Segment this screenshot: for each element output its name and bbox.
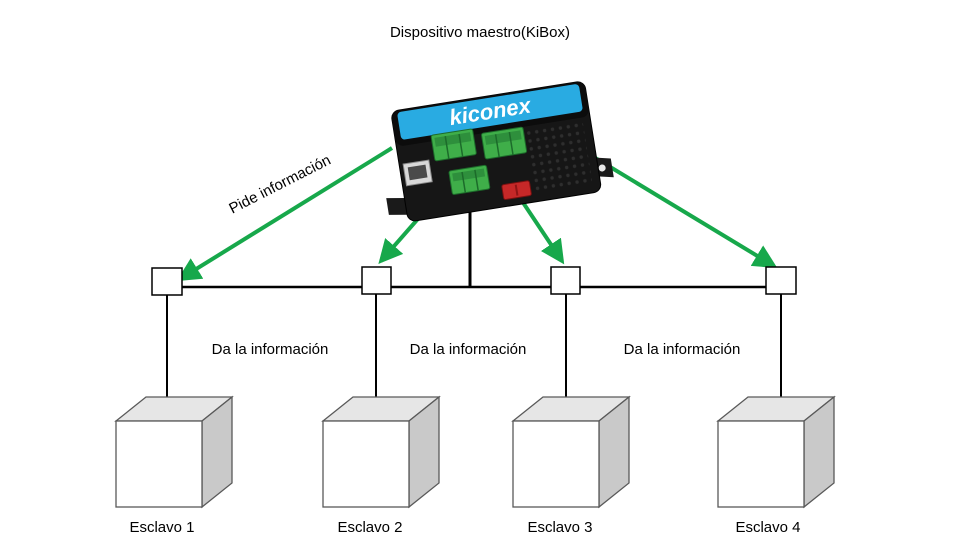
mount-ear-left <box>386 197 410 215</box>
slave-cube-4 <box>716 395 836 509</box>
terminal-connector-3 <box>448 164 491 195</box>
slave-cube-2 <box>321 395 441 509</box>
junction-node-1 <box>151 267 183 296</box>
response-label-3: Da la información <box>623 341 741 358</box>
request-arrow-3 <box>518 196 565 265</box>
vent-holes <box>525 119 593 192</box>
response-label-1: Da la información <box>211 341 329 358</box>
slave-label-4: Esclavo 4 <box>735 519 801 536</box>
request-arrow-4 <box>590 154 778 269</box>
kibox-device: kiconex <box>386 81 614 222</box>
slave-label-3: Esclavo 3 <box>527 519 593 536</box>
response-label-2: Da la información <box>409 341 527 358</box>
ethernet-port <box>402 159 433 187</box>
device-logo-band <box>397 84 583 140</box>
slave-label-1: Esclavo 1 <box>129 519 195 536</box>
request-arrow-1 <box>176 146 394 282</box>
junction-node-3 <box>550 266 581 295</box>
junction-node-4 <box>765 266 797 295</box>
junction-node-2 <box>361 266 392 295</box>
diagram-title: Dispositivo maestro(KiBox) <box>389 24 571 41</box>
slave-label-2: Esclavo 2 <box>337 519 403 536</box>
slave-cube-1 <box>114 395 234 509</box>
terminal-connector-2 <box>481 126 528 160</box>
terminal-connector-1 <box>430 128 477 162</box>
power-switch <box>501 180 532 200</box>
slave-cube-3 <box>511 395 631 509</box>
